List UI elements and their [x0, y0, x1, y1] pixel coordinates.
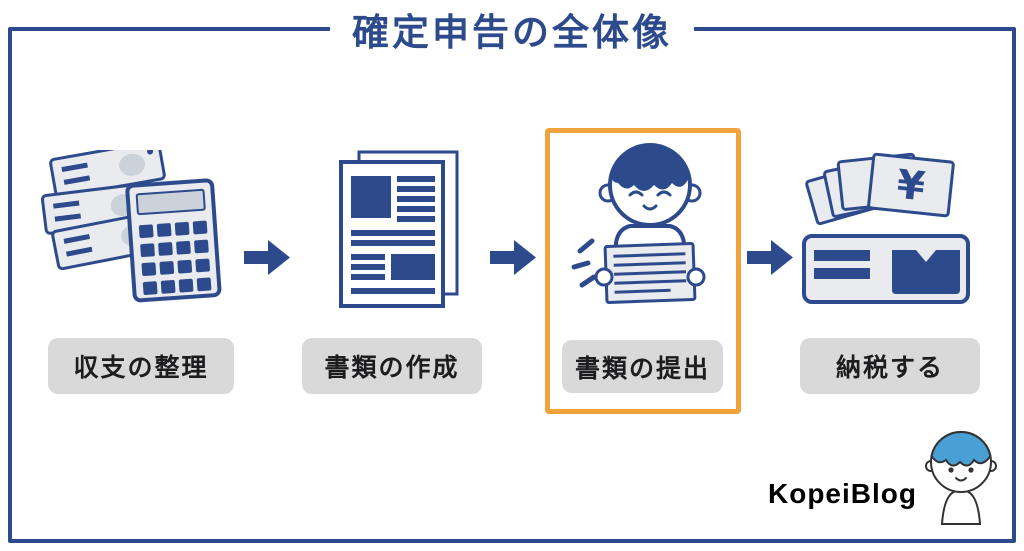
step-label-submit-documents: 書類の提出	[562, 340, 723, 393]
document-pages-icon	[339, 150, 459, 308]
receipts-and-calculator-icon	[40, 150, 222, 303]
step-label-pay-tax: 納税する	[800, 338, 980, 394]
highlight-box	[545, 128, 741, 414]
right-arrow-icon	[490, 240, 536, 275]
brand-name: KopeiBlog	[768, 478, 917, 509]
person-holding-document-icon	[571, 143, 706, 304]
boy-avatar-icon	[925, 431, 997, 525]
yen-symbol: ¥	[895, 162, 928, 211]
wallet-with-yen-banknotes-icon: ¥	[802, 152, 970, 304]
right-arrow-icon	[244, 240, 290, 275]
page-title: 確定申告の全体像	[330, 2, 694, 56]
step-label-create-documents: 書類の作成	[302, 338, 482, 394]
calculator-icon	[125, 178, 222, 303]
right-arrow-icon	[747, 240, 793, 275]
step-label-organize-finances: 収支の整理	[48, 338, 234, 394]
